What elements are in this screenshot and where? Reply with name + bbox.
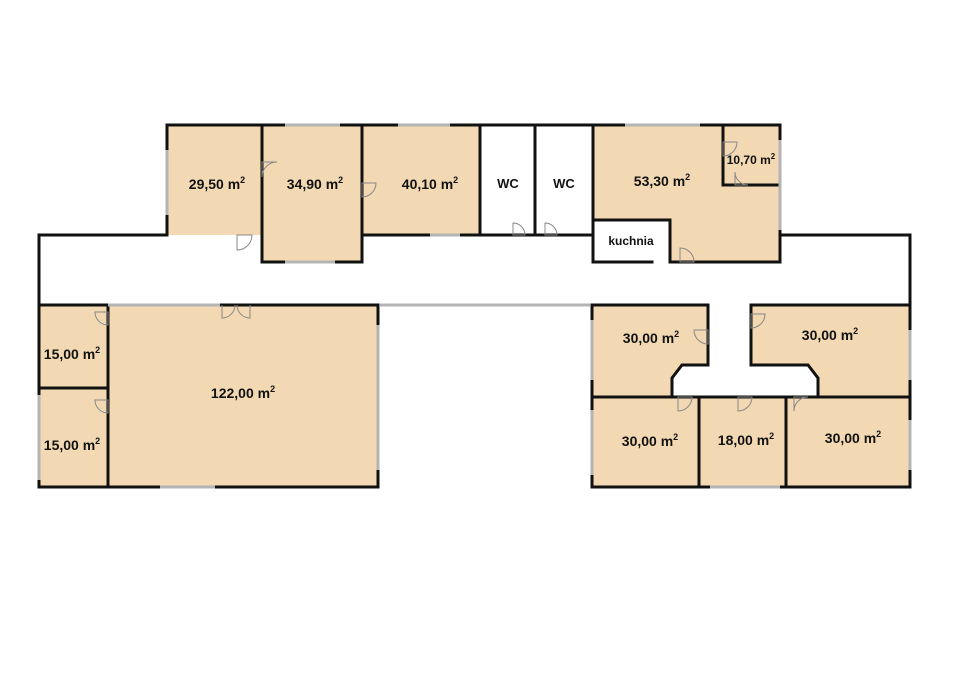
area-label: 30,00 m2 — [802, 326, 858, 343]
door-icon — [793, 396, 809, 412]
area-label: 15,00 m2 — [44, 436, 100, 453]
room-30-00-a — [592, 305, 708, 397]
door-icon — [693, 329, 709, 345]
door-icon — [737, 396, 753, 412]
room-10-70 — [723, 125, 780, 185]
wc-label: WC — [553, 176, 575, 191]
door-icon — [750, 313, 766, 329]
door-icon — [361, 182, 377, 198]
room-wc-1 — [480, 125, 535, 235]
room-29-50 — [167, 125, 262, 235]
area-label: 29,50 m2 — [189, 175, 245, 192]
room-fills — [39, 125, 910, 487]
door-icon — [512, 222, 526, 236]
room-18-00 — [699, 397, 786, 487]
doors — [94, 141, 809, 414]
door-icon — [677, 396, 693, 412]
area-label: 53,30 m2 — [634, 172, 690, 189]
room-34-90 — [262, 125, 362, 262]
door-icon — [734, 171, 749, 186]
area-label: 18,00 m2 — [718, 431, 774, 448]
room-30-00-d — [786, 397, 910, 487]
room-122-00 — [108, 305, 378, 487]
room-wc-2 — [535, 125, 593, 235]
room-30-00-c — [592, 397, 699, 487]
room-kuchnia — [593, 220, 670, 262]
door-icon — [722, 141, 738, 157]
area-label: 34,90 m2 — [287, 175, 343, 192]
room-53-30 — [593, 125, 780, 262]
door-icon — [679, 247, 695, 263]
area-label: 30,00 m2 — [622, 432, 678, 449]
area-label: 30,00 m2 — [623, 329, 679, 346]
door-icon — [221, 304, 251, 319]
room-30-00-b — [751, 305, 910, 397]
room-labels: 29,50 m2 34,90 m2 40,10 m2 WC WC 53,30 m… — [44, 152, 881, 453]
door-icon — [94, 311, 109, 326]
wc-label: WC — [497, 176, 519, 191]
room-40-10 — [362, 125, 480, 235]
area-label: 30,00 m2 — [825, 429, 881, 446]
area-label: 122,00 m2 — [211, 384, 275, 401]
door-icon — [261, 161, 278, 178]
kitchen-label: kuchnia — [608, 234, 654, 248]
door-icon — [544, 222, 558, 236]
area-label: 40,10 m2 — [402, 175, 458, 192]
door-icon — [94, 399, 109, 414]
area-label: 15,00 m2 — [44, 345, 100, 362]
room-15-00-lower — [39, 388, 108, 487]
windows — [37, 123, 912, 489]
door-icon — [236, 234, 253, 251]
area-label: 10,70 m2 — [727, 152, 776, 167]
